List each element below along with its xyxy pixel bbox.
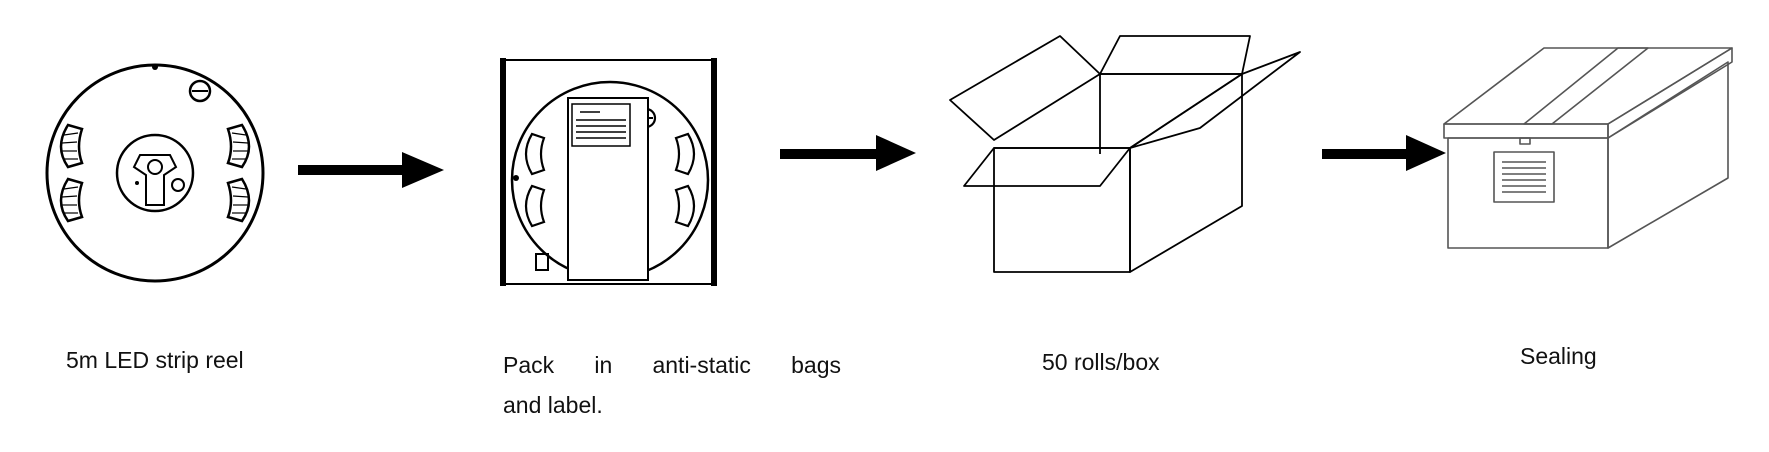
reel-icon — [45, 63, 265, 283]
arrow-right-icon — [1322, 135, 1446, 171]
arrow-right-icon — [298, 152, 444, 188]
arrow-right-icon — [780, 135, 916, 171]
arrow-3 — [1322, 133, 1446, 173]
caption-reel: 5m LED strip reel — [66, 347, 244, 373]
caption-antistatic-bag: Pack in anti-static bags and label. — [503, 345, 841, 425]
caption-box: 50 rolls/box — [1042, 349, 1160, 375]
antistatic-bag-figure — [500, 58, 720, 288]
caption-antistatic-bag-line2: and label. — [503, 392, 603, 418]
caption-antistatic-bag-line1: Pack in anti-static bags — [503, 352, 841, 378]
arrow-1 — [298, 150, 444, 190]
antistatic-bag-icon — [500, 58, 717, 286]
open-box-figure — [949, 35, 1310, 286]
caption-sealing: Sealing — [1520, 343, 1597, 369]
reel-figure — [40, 55, 270, 285]
arrow-2 — [780, 133, 916, 173]
sealed-box-figure — [1440, 47, 1740, 288]
sealed-box-icon — [1443, 47, 1733, 249]
open-box-icon — [949, 35, 1301, 273]
